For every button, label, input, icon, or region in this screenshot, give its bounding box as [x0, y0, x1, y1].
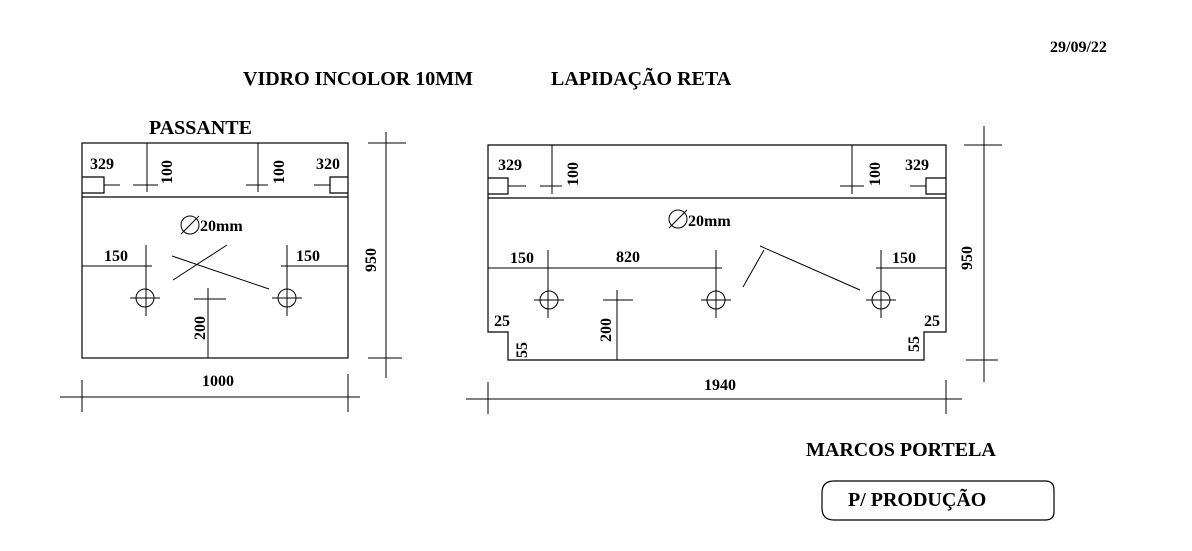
drawing-date: 29/09/22	[1050, 39, 1107, 56]
right-panel-outline	[487, 144, 947, 361]
right-leader-line-a	[742, 249, 765, 288]
right-dim-25-left: 25	[494, 313, 510, 330]
left-dim-150-right: 150	[296, 248, 320, 265]
right-diameter-symbol	[668, 209, 688, 229]
left-dim-150-left: 150	[104, 248, 128, 265]
right-dim-100-b: 100	[867, 162, 884, 186]
left-panel-label: PASSANTE	[149, 117, 252, 139]
right-leader-line-b	[759, 245, 861, 291]
right-dim-height: 950	[959, 246, 976, 270]
right-hole-diameter-label: 20mm	[688, 213, 731, 230]
right-dim-329-left: 329	[498, 157, 522, 174]
right-dim-width: 1940	[704, 377, 736, 394]
left-dim-width: 1000	[202, 373, 234, 390]
left-hole-diameter-label: 20mm	[200, 218, 243, 235]
right-panel: 329 329 100 100 20mm 150 820 150 200 25 …	[466, 126, 1002, 414]
right-dim-55-left: 55	[514, 342, 531, 358]
left-dim-height: 950	[363, 248, 380, 272]
left-dim-320: 320	[316, 156, 340, 173]
right-dim-150-right: 150	[892, 250, 916, 267]
left-leader-line-b	[171, 255, 270, 290]
right-dim-820: 820	[616, 249, 640, 266]
right-dim-150-left: 150	[510, 250, 534, 267]
left-dim-200: 200	[192, 316, 209, 340]
left-diameter-symbol	[180, 215, 200, 235]
production-stamp: P/ PRODUÇÃO	[848, 488, 986, 511]
left-hinge-cutout-right	[329, 176, 348, 194]
glass-spec-title: VIDRO INCOLOR 10MM	[243, 68, 473, 90]
right-hinge-cutout-right	[925, 177, 946, 195]
left-dim-329: 329	[90, 156, 114, 173]
left-panel: PASSANTE 329 320 100 100 20mm 150 150	[60, 117, 406, 412]
left-dim-100-a: 100	[159, 160, 176, 184]
edge-finish-title: LAPIDAÇÃO RETA	[551, 67, 732, 90]
production-stamp-box	[821, 480, 1055, 521]
right-dim-25-right: 25	[924, 313, 940, 330]
right-dim-100-a: 100	[565, 162, 582, 186]
right-hinge-cutout-left	[488, 177, 509, 195]
left-leader-line-a	[172, 244, 228, 281]
right-dim-329-right: 329	[905, 157, 929, 174]
left-panel-outline	[81, 142, 349, 359]
right-dim-200: 200	[598, 318, 615, 342]
left-hinge-cutout-left	[82, 176, 105, 194]
left-dim-100-b: 100	[271, 160, 288, 184]
author-name: MARCOS PORTELA	[806, 439, 996, 461]
right-dim-55-right: 55	[906, 336, 923, 352]
